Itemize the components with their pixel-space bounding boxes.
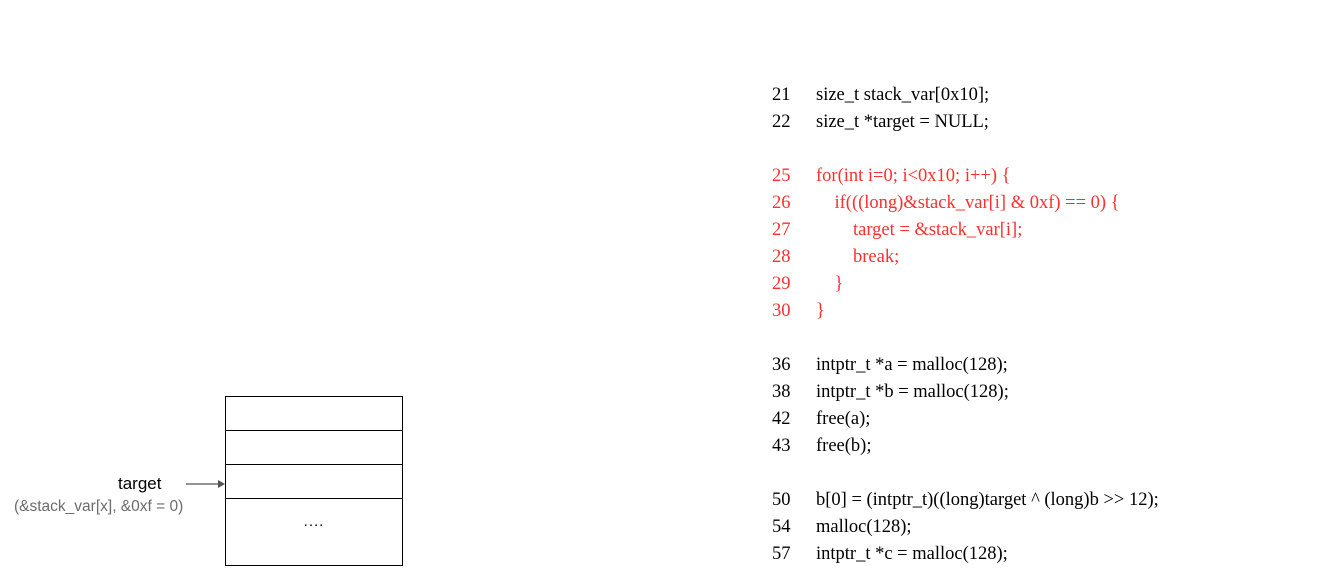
stack-slot-target	[226, 465, 402, 499]
line-number: 30	[772, 301, 791, 321]
stack-ellipsis: ....	[303, 512, 325, 530]
code-text: intptr_t *a = malloc(128);	[816, 355, 1008, 375]
code-text: malloc(128);	[816, 517, 912, 537]
target-arrow-icon	[186, 480, 225, 488]
code-line: 42 free(a);	[772, 406, 870, 433]
code-line-highlighted: 28 break;	[772, 244, 899, 271]
code-text: for(int i=0; i<0x10; i++) {	[816, 166, 1011, 186]
code-text: size_t *target = NULL;	[816, 112, 989, 132]
code-text: }	[816, 301, 825, 321]
line-number: 29	[772, 274, 791, 294]
code-line: 43 free(b);	[772, 433, 871, 460]
code-text: break;	[816, 247, 900, 267]
target-note: (&stack_var[x], &0xf = 0)	[14, 498, 184, 515]
line-number: 22	[772, 112, 791, 132]
line-number: 43	[772, 436, 791, 456]
code-line: 21 size_t stack_var[0x10];	[772, 82, 989, 109]
line-number: 21	[772, 85, 791, 105]
code-line-highlighted: 29 }	[772, 271, 843, 298]
stack-slot	[226, 431, 402, 465]
code-line: 38 intptr_t *b = malloc(128);	[772, 379, 1009, 406]
line-number: 28	[772, 247, 791, 267]
code-text: free(a);	[816, 409, 871, 429]
line-number: 27	[772, 220, 791, 240]
code-text: size_t stack_var[0x10];	[816, 85, 990, 105]
line-number: 38	[772, 382, 791, 402]
code-text: intptr_t *c = malloc(128);	[816, 544, 1008, 564]
code-line: 36 intptr_t *a = malloc(128);	[772, 352, 1008, 379]
code-line: 50 b[0] = (intptr_t)((long)target ^ (long…	[772, 487, 1159, 514]
line-number: 57	[772, 544, 791, 564]
stack-diagram: ....	[225, 396, 403, 566]
stack-slot	[226, 397, 402, 431]
target-label: target	[118, 474, 162, 493]
code-text: target = &stack_var[i];	[816, 220, 1023, 240]
code-text: intptr_t *b = malloc(128);	[816, 382, 1009, 402]
code-text: free(b);	[816, 436, 872, 456]
code-line: 54 malloc(128);	[772, 514, 912, 541]
code-line: 22 size_t *target = NULL;	[772, 109, 989, 136]
line-number: 54	[772, 517, 791, 537]
line-number: 42	[772, 409, 791, 429]
line-number: 50	[772, 490, 791, 510]
code-text: }	[816, 274, 844, 294]
line-number: 26	[772, 193, 791, 213]
code-line: 57 intptr_t *c = malloc(128);	[772, 541, 1008, 568]
code-line-highlighted: 26 if(((long)&stack_var[i] & 0xf) == 0) …	[772, 190, 1120, 217]
code-line-highlighted: 27 target = &stack_var[i];	[772, 217, 1022, 244]
line-number: 36	[772, 355, 791, 375]
code-line-highlighted: 30}	[772, 298, 825, 325]
code-text: b[0] = (intptr_t)((long)target ^ (long)b…	[816, 490, 1159, 510]
line-number: 25	[772, 166, 791, 186]
code-text: if(((long)&stack_var[i] & 0xf) == 0) {	[816, 193, 1120, 213]
code-line-highlighted: 25 for(int i=0; i<0x10; i++) {	[772, 163, 1011, 190]
